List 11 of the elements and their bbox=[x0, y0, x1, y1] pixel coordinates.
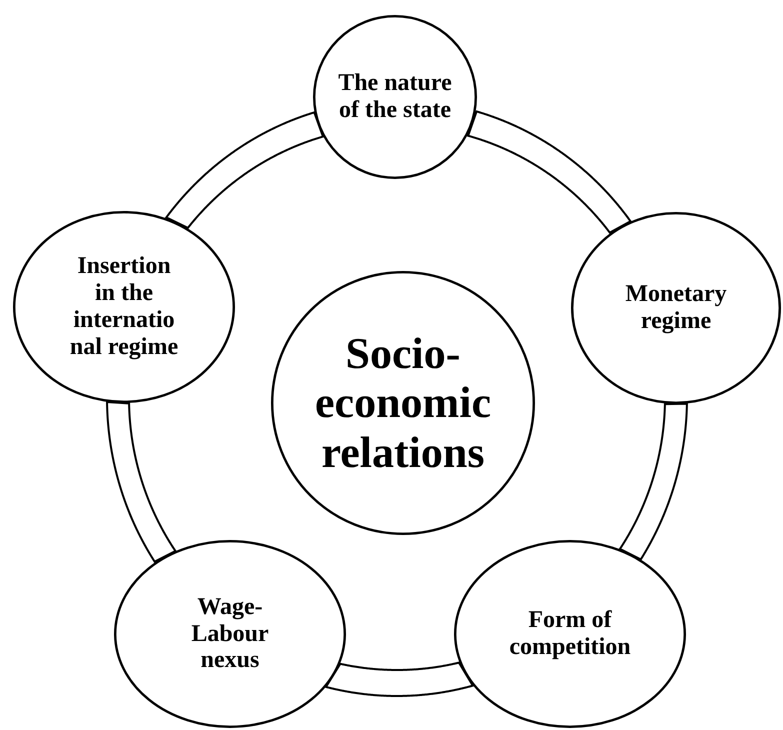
ring-connector bbox=[324, 662, 474, 697]
ring-connector bbox=[618, 402, 688, 561]
component-label: The nature of the state bbox=[337, 70, 453, 124]
central-concept-label: Socio- economic relations bbox=[314, 329, 492, 477]
ring-connector bbox=[165, 111, 324, 229]
component-label: Form of competition bbox=[508, 607, 632, 661]
ring-connector bbox=[467, 110, 632, 234]
ring-connector bbox=[106, 400, 177, 563]
component-label: Wage- Labour nexus bbox=[190, 594, 270, 674]
component-label: Insertion in the internatio nal regime bbox=[68, 253, 180, 361]
component-label: Monetary regime bbox=[624, 281, 728, 335]
